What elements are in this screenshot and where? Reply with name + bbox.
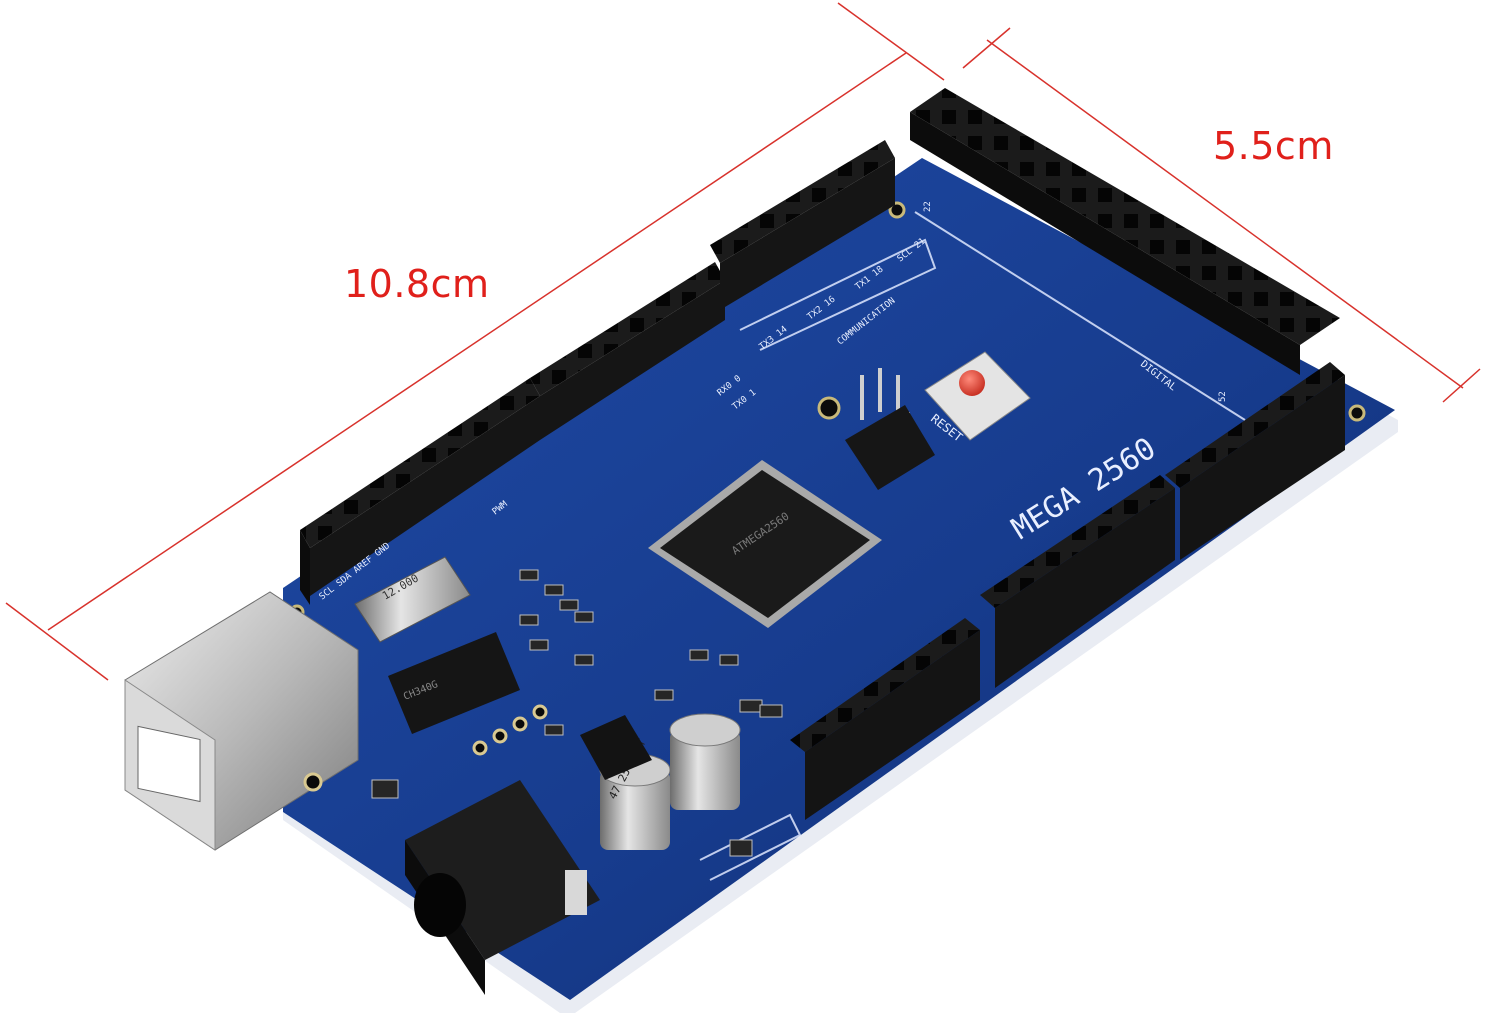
pwm-header (300, 140, 895, 605)
through-holes (303, 704, 548, 792)
digital-header-double (910, 88, 1340, 375)
dimension-width-line (962, 27, 1481, 403)
voltage-regulator (580, 715, 652, 780)
smd-components (371, 569, 783, 857)
atmega-chip: ATMEGA2560 (648, 460, 882, 628)
dc-power-jack (405, 780, 600, 995)
dimension-length-line (5, 2, 945, 681)
width-dimension-label: 5.5cm (1213, 124, 1334, 168)
silkscreen-lines (699, 211, 1246, 881)
usb-chip: CH340G (388, 632, 520, 734)
length-dimension-label: 10.8cm (344, 262, 490, 306)
reset-button (924, 351, 1031, 441)
digital-pin-52-label: 52 (1218, 391, 1228, 402)
usb-b-connector (124, 591, 359, 851)
pcb-board (283, 158, 1395, 1000)
digital-pin-22-label: 22 (923, 201, 933, 212)
analog-header (790, 362, 1345, 820)
